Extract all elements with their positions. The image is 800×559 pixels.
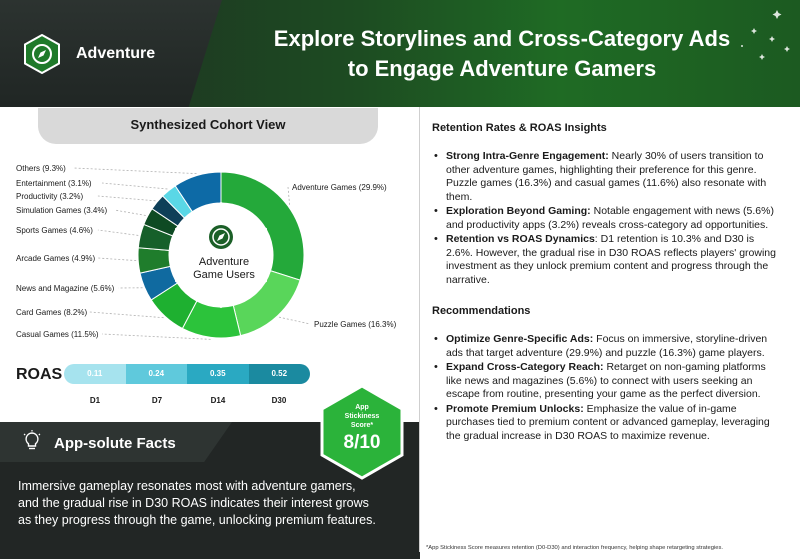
page-title-line-1: Explore Storylines and Cross-Category Ad… [273,26,731,51]
recommendation-item: Promote Premium Unlocks: Emphasize the v… [432,403,782,444]
insight-item-text: : D1 retention is 10.3% and D30 is 2.6%.… [446,233,776,286]
stickiness-score-badge: App Stickiness Score* 8/10 [318,403,406,454]
donut-leader-line [101,182,168,190]
donut-slice-label: Simulation Games (3.4%) [16,206,107,215]
sparkle-decoration-icon [741,10,790,60]
compass-icon [209,225,233,249]
donut-leader-line [73,167,197,175]
roas-day-d1: D1 [89,396,101,405]
donut-center-label: Adventure Game Users [184,256,264,282]
recommendation-item-heading: Promote Premium Unlocks: [446,402,584,415]
facts-title: App-solute Facts [54,435,176,452]
donut-slice-label: News and Magazine (5.6%) [16,284,115,293]
donut-center-line-2: Game Users [193,269,255,281]
roas-day-d7: D7 [151,396,163,405]
page-title-line-2: to Engage Adventure Gamers [347,56,657,81]
donut-slice-label: Productivity (3.2%) [16,192,83,201]
cohort-donut-chart: Adventure Games (29.9%) Puzzle Games (16.… [16,164,397,340]
donut-leader-line [101,333,211,340]
insight-item: Strong Intra-Genre Engagement: Nearly 30… [432,150,782,204]
roas-label: ROAS [16,366,63,383]
roas-value-d7: 0.24 [125,364,187,384]
header-banner: Adventure Explore Storylines and Cross-C… [0,0,800,107]
roas-value-d1: 0.11 [64,364,126,384]
insights-list: Strong Intra-Genre Engagement: Nearly 30… [432,150,782,287]
donut-slice-label: Puzzle Games (16.3%) [314,320,397,329]
recommendation-item: Expand Cross-Category Reach: Retarget on… [432,361,782,402]
cohort-view-title: Synthesized Cohort View [38,108,378,144]
recommendation-item-text: Emphasize the value of in-game purchases… [446,402,770,442]
donut-leader-line [287,186,291,205]
insight-item-text: Nearly 30% of users transition to other … [446,150,767,203]
roas-value-d14: 0.35 [187,364,249,384]
roas-day-d14: D14 [210,396,226,405]
donut-slice-label: Card Games (8.2%) [16,308,87,317]
recommendation-item-text: Retarget on non-gaming platforms like ne… [446,361,766,400]
insight-item-heading: Strong Intra-Genre Engagement: [446,150,609,162]
donut-slice-label: Arcade Games (4.9%) [16,254,95,263]
insights-panel: Retention Rates & ROAS Insights Strong I… [432,122,782,444]
roas-value-d30: 0.52 [248,364,310,384]
donut-leader-line [114,209,146,216]
insight-item-text: Notable engagement with news (5.6%) and … [446,205,774,231]
donut-leader-line [97,229,139,236]
recommendation-item-heading: Expand Cross-Category Reach: [446,361,604,373]
donut-leader-line [278,316,311,325]
page-title: Explore Storylines and Cross-Category Ad… [232,24,772,84]
roas-bar: 0.11 0.24 0.35 0.52 [64,364,310,384]
footnote: *App Stickiness Score measures retention… [426,545,723,551]
insight-item: Retention vs ROAS Dynamics: D1 retention… [432,233,782,287]
donut-slice-label: Sports Games (4.6%) [16,226,93,235]
stickiness-score: 8/10 [343,432,381,453]
donut-slice-label: Casual Games (11.5%) [16,330,99,339]
donut-slice-label: Adventure Games (29.9%) [292,183,387,192]
compass-icon [24,34,60,74]
donut-leader-line [89,311,164,319]
recommendation-item-text: Focus on immersive, storyline-driven ads… [446,333,768,359]
insight-item: Exploration Beyond Gaming: Notable engag… [432,205,782,232]
donut-leader-line [97,257,137,262]
recommendation-item-heading: Optimize Genre-Specific Ads: [446,333,594,345]
stickiness-label-line-1: App [355,404,369,411]
insights-title: Retention Rates & ROAS Insights [432,122,607,134]
facts-body: Immersive gameplay resonates most with a… [18,479,376,527]
donut-leader-line [97,195,156,202]
facts-header [0,422,232,462]
roas-day-d30: D30 [271,396,287,405]
donut-slice [174,171,222,213]
stickiness-label-line-2: Stickiness [344,413,380,420]
lightbulb-icon [23,430,41,450]
category-label: Adventure [76,45,156,62]
insight-item-heading: Retention vs ROAS Dynamics [446,233,595,245]
panel-divider [419,107,420,552]
recommendations-list: Optimize Genre-Specific Ads: Focus on im… [432,333,782,443]
donut-slice-label: Others (9.3%) [16,164,66,173]
donut-slice-label: Entertainment (3.1%) [16,179,92,188]
recommendation-item: Optimize Genre-Specific Ads: Focus on im… [432,333,782,360]
recommendations-title: Recommendations [432,305,531,317]
stickiness-label-line-3: Score* [350,422,374,429]
insight-item-heading: Exploration Beyond Gaming: [446,205,591,217]
donut-center-hexagon [175,201,267,309]
stickiness-badge-icon [320,384,404,480]
donut-center-line-1: Adventure [198,256,250,268]
